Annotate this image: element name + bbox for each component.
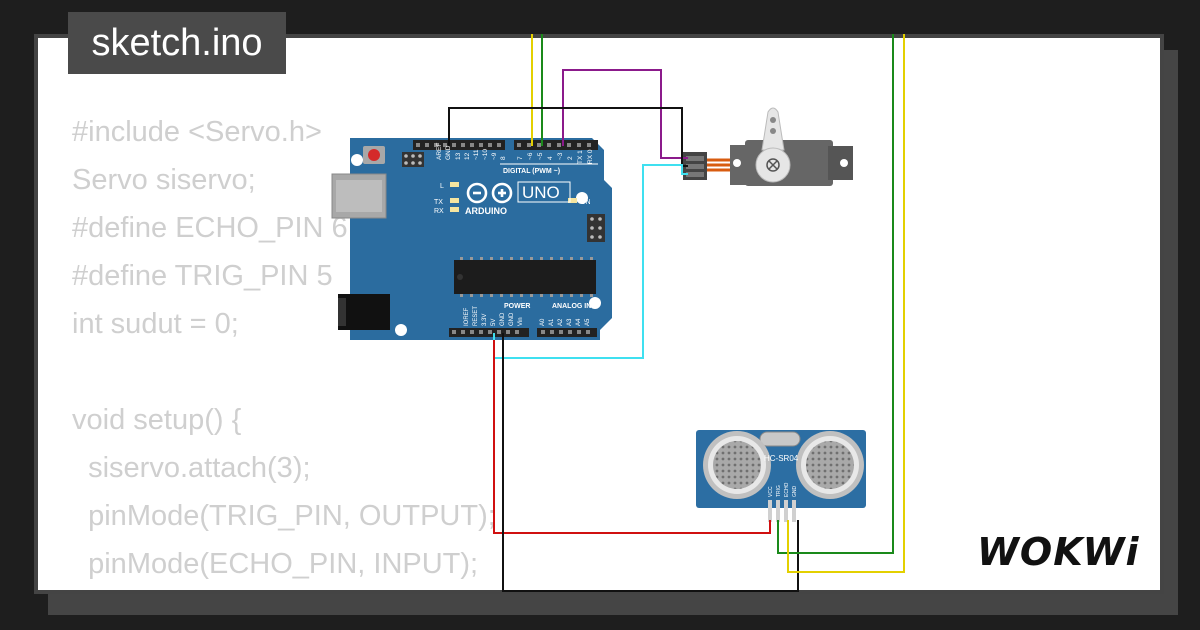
pin-label: ~9 — [491, 152, 498, 160]
power-jack — [338, 294, 390, 330]
pin-label: 3.3V — [482, 314, 488, 326]
power-header-label: POWER — [504, 303, 530, 310]
mounting-hole — [589, 297, 601, 309]
led-label-rx: RX — [434, 208, 444, 215]
pin-label: A1 — [549, 318, 555, 326]
wire-purple-d3-servo[interactable] — [562, 69, 688, 159]
pin-label: ~10 — [482, 149, 489, 160]
code-line: #define TRIG_PIN 5 — [72, 260, 333, 292]
pin-label: 12 — [464, 152, 471, 160]
code-line: Servo siservo; — [72, 164, 256, 196]
sensor-pin-label: TRIG — [776, 485, 782, 497]
code-line: #include <Servo.h> — [72, 116, 322, 148]
mounting-hole — [576, 192, 588, 204]
sensor-pin-label: VCC — [768, 486, 774, 497]
code-line: void setup() { — [72, 404, 242, 436]
wire-black-gnd-servo[interactable] — [448, 107, 688, 167]
led-label-on: ON — [580, 199, 591, 206]
code-line: pinMode(ECHO_PIN, INPUT); — [72, 548, 479, 580]
pin-label: AREF — [436, 143, 443, 160]
sensor-pin-label: GND — [792, 486, 798, 498]
wokwi-logo: WOKWi — [977, 530, 1140, 574]
pin-label: 5V — [491, 319, 497, 326]
pin-label: RESET — [473, 306, 479, 326]
pin-label: 8 — [500, 156, 507, 160]
pin-label: GND — [509, 312, 515, 326]
code-line: #define ECHO_PIN 6 — [72, 212, 348, 244]
mounting-hole — [351, 154, 363, 166]
microcontroller-chip — [454, 257, 596, 297]
analog-header — [537, 328, 597, 337]
pin-label: ~6 — [527, 152, 534, 160]
transducer-right — [806, 441, 854, 489]
code-line: siservo.attach(3); — [72, 452, 311, 484]
led-label-tx: TX — [434, 199, 443, 206]
pin-label: TX 1 — [577, 150, 584, 164]
arduino-logo-icon — [466, 182, 513, 204]
pin-label: Vin — [518, 317, 524, 326]
led-label-l: L — [440, 183, 444, 190]
hc-sr04-ultrasonic-sensor[interactable]: HC-SR04 VCC TRIG ECHO GND — [696, 430, 866, 522]
wire-red-5v-vcc[interactable] — [493, 340, 771, 534]
board-model-label: UNO — [522, 183, 560, 202]
pin-label: 13 — [455, 152, 462, 160]
transducer-left — [713, 441, 761, 489]
sensor-model-label: HC-SR04 — [764, 454, 799, 463]
pin-label: GND — [500, 312, 506, 326]
pin-label: A2 — [558, 318, 564, 326]
status-leds — [450, 182, 577, 212]
pin-label: ~3 — [557, 152, 564, 160]
servo-motor[interactable] — [683, 107, 853, 186]
code-line: int sudut = 0; — [72, 308, 239, 340]
code-line: pinMode(TRIG_PIN, OUTPUT); — [72, 500, 496, 532]
digital-header-right — [514, 140, 598, 150]
pin-label: 4 — [547, 156, 554, 160]
wokwi-logo-text: WOKWi — [977, 530, 1140, 574]
icsp-header-right — [587, 214, 605, 242]
arduino-brand-label: ARDUINO — [465, 206, 507, 216]
pin-label: 2 — [567, 156, 574, 160]
pin-label: GND — [445, 145, 452, 160]
arduino-uno-board[interactable]: AREF GND 13 12 ~11 ~10 ~9 8 7 ~6 ~5 4 ~3… — [331, 138, 612, 340]
analog-header-label: ANALOG IN — [552, 303, 591, 310]
pin-label: ~11 — [473, 149, 480, 160]
mounting-hole — [395, 324, 407, 336]
digital-header-left — [413, 140, 505, 150]
pin-label: A4 — [576, 318, 582, 326]
pin-label: A3 — [567, 318, 573, 326]
pin-label: RX 0 — [587, 149, 594, 164]
wires — [448, 34, 905, 592]
wire-yellow-echo[interactable] — [787, 34, 905, 573]
pin-label: A5 — [585, 318, 591, 326]
code-preview: #include <Servo.h> Servo siservo; #define … — [72, 108, 496, 588]
pin-label: IOREF — [464, 307, 470, 326]
sensor-pin-label: ECHO — [784, 482, 790, 497]
digital-header-label: DIGITAL (PWM ~) — [503, 168, 560, 175]
wire-green-trig[interactable] — [777, 34, 894, 554]
icsp-header — [402, 152, 424, 167]
servo-screw-icon — [766, 158, 780, 172]
pin-label: A0 — [540, 318, 546, 326]
pin-label: ~5 — [537, 152, 544, 160]
wire-black-gnd-sensor[interactable] — [502, 333, 799, 592]
pin-label: 7 — [517, 156, 524, 160]
file-name-tab[interactable]: sketch.ino — [68, 12, 286, 74]
